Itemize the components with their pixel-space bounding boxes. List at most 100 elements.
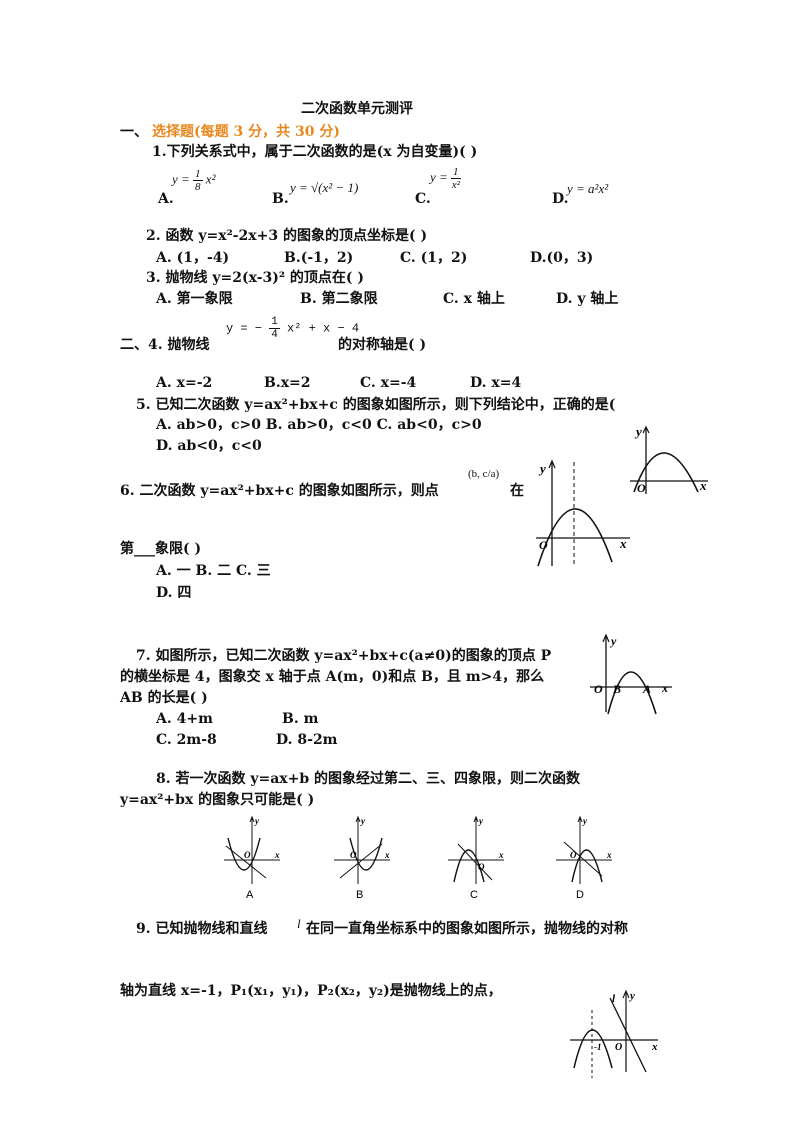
linear-line — [457, 843, 493, 881]
parabola — [607, 671, 657, 715]
q1-c-den: x² — [451, 179, 460, 191]
q8-line2: y=ax²+bx 的图象只可能是( ) — [120, 792, 315, 808]
q4-formula-num: 1 — [269, 316, 280, 329]
x-label: x — [384, 850, 390, 860]
y-label: y — [609, 634, 617, 648]
q3-opt-c: C. x 轴上 — [443, 291, 505, 307]
q4-opt-c: C. x=-4 — [360, 375, 417, 391]
q2-opt-c: C. (1，2) — [400, 250, 468, 266]
q4-opt-b: B.x=2 — [264, 375, 311, 391]
q9-l-symbol: l — [297, 916, 301, 931]
q8-figure-a: y x O A — [220, 814, 282, 904]
x-label: x — [619, 536, 627, 551]
q1-a-den: 8 — [195, 181, 201, 193]
origin-label: O — [570, 850, 577, 860]
q4-suffix: 的对称轴是( ) — [338, 337, 427, 353]
parabola — [573, 1029, 613, 1069]
q5-figure: y x O — [626, 424, 710, 496]
y-label: y — [538, 461, 546, 476]
parabola — [349, 837, 383, 871]
q2-opt-b: B.(-1，2) — [284, 250, 354, 266]
q6-opts-line2: D. 四 — [156, 585, 192, 601]
q4-formula-rhs: x² + x − 4 — [287, 321, 360, 336]
q6-point: (b, c/a) — [468, 468, 500, 480]
q5-stem: 5. 已知二次函数 y=ax²+bx+c 的图象如图所示，则下列结论中，正确的是… — [136, 397, 616, 413]
q4-formula: y = − 1 4 x² + x − 4 — [226, 316, 359, 341]
q7-opt-c: C. 2m-8 — [156, 732, 217, 748]
linear-line — [339, 843, 383, 879]
y-label: y — [360, 816, 366, 826]
y-label: y — [628, 990, 635, 1002]
q1-opt-b: B. — [272, 191, 289, 207]
q1-formula-d: y = a²x² — [567, 181, 609, 196]
q8-figure-d: y x O D — [552, 814, 614, 904]
q5-opts-line2: D. ab<0，c<0 — [156, 438, 262, 454]
l-label: l — [612, 993, 616, 1005]
y-arrow — [548, 459, 556, 469]
section-label: 选择题(每题 3 分，共 30 分) — [152, 124, 340, 140]
minus-one-label: -1 — [594, 1042, 602, 1052]
q9-line1-b: 在同一直角坐标系中的图象如图所示，抛物线的对称 — [306, 921, 628, 937]
option-label: C — [470, 889, 478, 901]
q9-line1-a: 9. 已知抛物线和直线 — [136, 921, 268, 937]
line-l — [609, 997, 647, 1073]
q7-line3: AB 的长是( ) — [120, 690, 208, 706]
page-title: 二次函数单元测评 — [301, 101, 413, 117]
option-label: B — [356, 889, 363, 901]
q1-formula-c: y = 1 x² — [430, 166, 461, 191]
linear-line — [225, 845, 267, 879]
q8-line1: 8. 若一次函数 y=ax+b 的图象经过第二、三、四象限，则二次函数 — [156, 771, 581, 787]
q6-stem: 6. 二次函数 y=ax²+bx+c 的图象如图所示，则点 — [120, 483, 439, 499]
parabola — [537, 508, 613, 567]
y-arrow — [622, 989, 630, 999]
q6-suffix: 在 — [510, 483, 524, 499]
origin-label: O — [615, 1042, 622, 1053]
x-label: x — [606, 850, 612, 860]
q7-opt-b: B. m — [282, 711, 319, 727]
q2-opt-a: A. (1，-4) — [156, 250, 230, 266]
q1-opt-a: A. — [158, 191, 174, 207]
origin-label: O — [539, 538, 548, 552]
q1-opt-d: D. — [552, 191, 569, 207]
q1-formula-a: y = 1 8 x² — [172, 168, 215, 193]
point-b-label: B — [612, 682, 621, 696]
x-label: x — [699, 478, 707, 493]
q1-a-num: 1 — [193, 168, 203, 181]
q3-opt-b: B. 第二象限 — [300, 291, 378, 307]
q1-stem: 1.下列关系式中，属于二次函数的是(x 为自变量)( ) — [152, 144, 478, 160]
q5-opts-line1: A. ab>0，c>0 B. ab>0，c<0 C. ab<0，c>0 — [156, 417, 482, 433]
y-arrow — [642, 425, 650, 434]
section-prefix: 一、 — [120, 124, 148, 140]
parabola — [633, 452, 699, 493]
q1-a-rhs: x² — [205, 171, 216, 187]
q4-formula-lhs: y = − — [226, 321, 263, 336]
x-label: x — [661, 681, 668, 695]
q1-c-lhs: y = — [430, 169, 448, 185]
q9-line2: 轴为直线 x=-1，P₁(x₁，y₁)，P₂(x₂，y₂)是抛物线上的点， — [120, 983, 502, 999]
q7-line2: 的横坐标是 4，图象交 x 轴于点 A(m，0)和点 B，且 m>4，那么 — [120, 669, 545, 685]
x-label: x — [651, 1041, 658, 1053]
q1-c-num: 1 — [451, 166, 461, 179]
y-label: y — [478, 816, 484, 826]
y-label: y — [254, 816, 260, 826]
q4-prefix: 二、4. 抛物线 — [120, 337, 210, 353]
y-label: y — [634, 424, 642, 439]
q7-opt-a: A. 4+m — [156, 711, 213, 727]
q2-stem: 2. 函数 y=x²-2x+3 的图象的顶点坐标是( ) — [146, 228, 428, 244]
parabola — [453, 849, 485, 883]
q3-stem: 3. 抛物线 y=2(x-3)² 的顶点在( ) — [146, 270, 364, 286]
q1-formula-b: y = √(x² − 1) — [290, 180, 359, 195]
y-label: y — [582, 816, 588, 826]
origin-label: O — [478, 862, 485, 872]
q4-formula-den: 4 — [271, 329, 278, 341]
q1-opt-c: C. — [415, 191, 431, 207]
q4-opt-a: A. x=-2 — [156, 375, 213, 391]
q6-figure: y x O — [532, 458, 632, 570]
origin-label: O — [637, 481, 646, 495]
q7-opt-d: D. 8-2m — [276, 732, 338, 748]
q7-line1: 7. 如图所示，已知二次函数 y=ax²+bx+c(a≠0)的图象的顶点 P — [136, 648, 552, 664]
x-label: x — [498, 850, 504, 860]
parabola — [571, 849, 603, 883]
y-arrow — [602, 633, 610, 643]
q3-opt-d: D. y 轴上 — [556, 291, 619, 307]
